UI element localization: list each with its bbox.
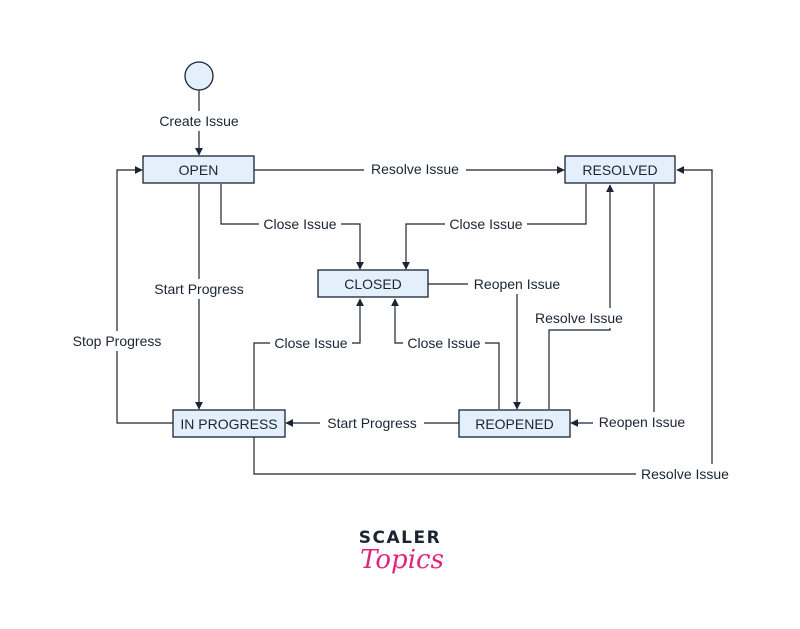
label-resolved-reopen: Reopen Issue (599, 414, 686, 430)
label-open-resolve: Resolve Issue (371, 161, 459, 177)
state-node-closed: CLOSED (317, 269, 429, 298)
label-inprogress-close: Close Issue (274, 335, 347, 351)
label-open-start-progress: Start Progress (154, 281, 243, 297)
label-inprogress-stop: Stop Progress (73, 333, 162, 349)
logo-scaler-text: SCALER (359, 528, 441, 548)
edge-inprogress-close (253, 298, 364, 409)
transition-labels: Create Issue Resolve Issue Close Issue C… (66, 111, 734, 484)
edge-resolved-reopen (570, 184, 655, 427)
state-node-in-progress: IN PROGRESS (172, 409, 286, 438)
label-open-close: Close Issue (263, 216, 336, 232)
label-inprogress-resolve: Resolve Issue (641, 466, 729, 482)
edge-reopened-resolve (548, 184, 614, 409)
label-reopened-close: Close Issue (407, 335, 480, 351)
state-node-resolved: RESOLVED (564, 155, 676, 184)
label-reopened-start-progress: Start Progress (327, 415, 416, 431)
scaler-topics-logo: SCALER Topics (359, 528, 444, 575)
state-label-open: OPEN (179, 162, 219, 178)
logo-topics-text: Topics (360, 545, 444, 575)
label-create-issue: Create Issue (159, 113, 239, 129)
state-label-resolved: RESOLVED (582, 162, 657, 178)
edge-inprogress-stop (116, 166, 173, 424)
initial-state-node (184, 61, 214, 91)
state-label-closed: CLOSED (344, 276, 402, 292)
state-label-in-progress: IN PROGRESS (180, 416, 277, 432)
state-node-open: OPEN (142, 155, 255, 184)
label-closed-reopen: Reopen Issue (474, 276, 561, 292)
label-resolved-close: Close Issue (449, 216, 522, 232)
state-label-reopened: REOPENED (475, 416, 554, 432)
state-node-reopened: REOPENED (458, 409, 571, 438)
label-reopened-resolve: Resolve Issue (535, 310, 623, 326)
edge-reopened-close (391, 298, 500, 409)
